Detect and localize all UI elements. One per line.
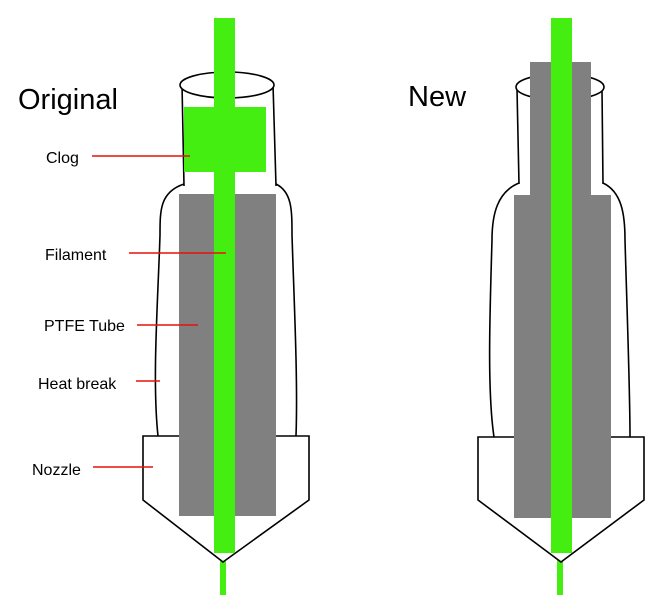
original-tube-cylinder xyxy=(181,83,277,187)
callout-filament: Filament xyxy=(45,247,226,264)
callout-label-heat-break: Heat break xyxy=(38,376,117,393)
original-filament-tip xyxy=(220,548,226,595)
new-filament xyxy=(551,18,572,553)
original-assembly: Original Clog Filament PTFE Tube xyxy=(18,18,310,595)
new-tube-cylinder xyxy=(516,88,604,185)
new-assembly: New xyxy=(408,18,645,595)
callout-heat-break: Heat break xyxy=(38,376,160,393)
new-filament-tip xyxy=(557,548,563,595)
original-clog xyxy=(184,107,266,172)
new-heat-break-outline xyxy=(488,182,631,438)
callout-clog: Clog xyxy=(46,150,190,167)
callout-label-ptfe-tube: PTFE Tube xyxy=(44,318,125,335)
callout-label-clog: Clog xyxy=(46,150,79,167)
original-heat-break-outline xyxy=(154,183,298,437)
original-filament xyxy=(214,18,235,553)
original-title: Original xyxy=(18,84,118,116)
callout-label-nozzle: Nozzle xyxy=(32,462,81,479)
callout-nozzle: Nozzle xyxy=(32,462,153,479)
callout-label-filament: Filament xyxy=(45,247,107,264)
callout-ptfe-tube: PTFE Tube xyxy=(44,318,198,335)
new-title: New xyxy=(408,81,467,113)
